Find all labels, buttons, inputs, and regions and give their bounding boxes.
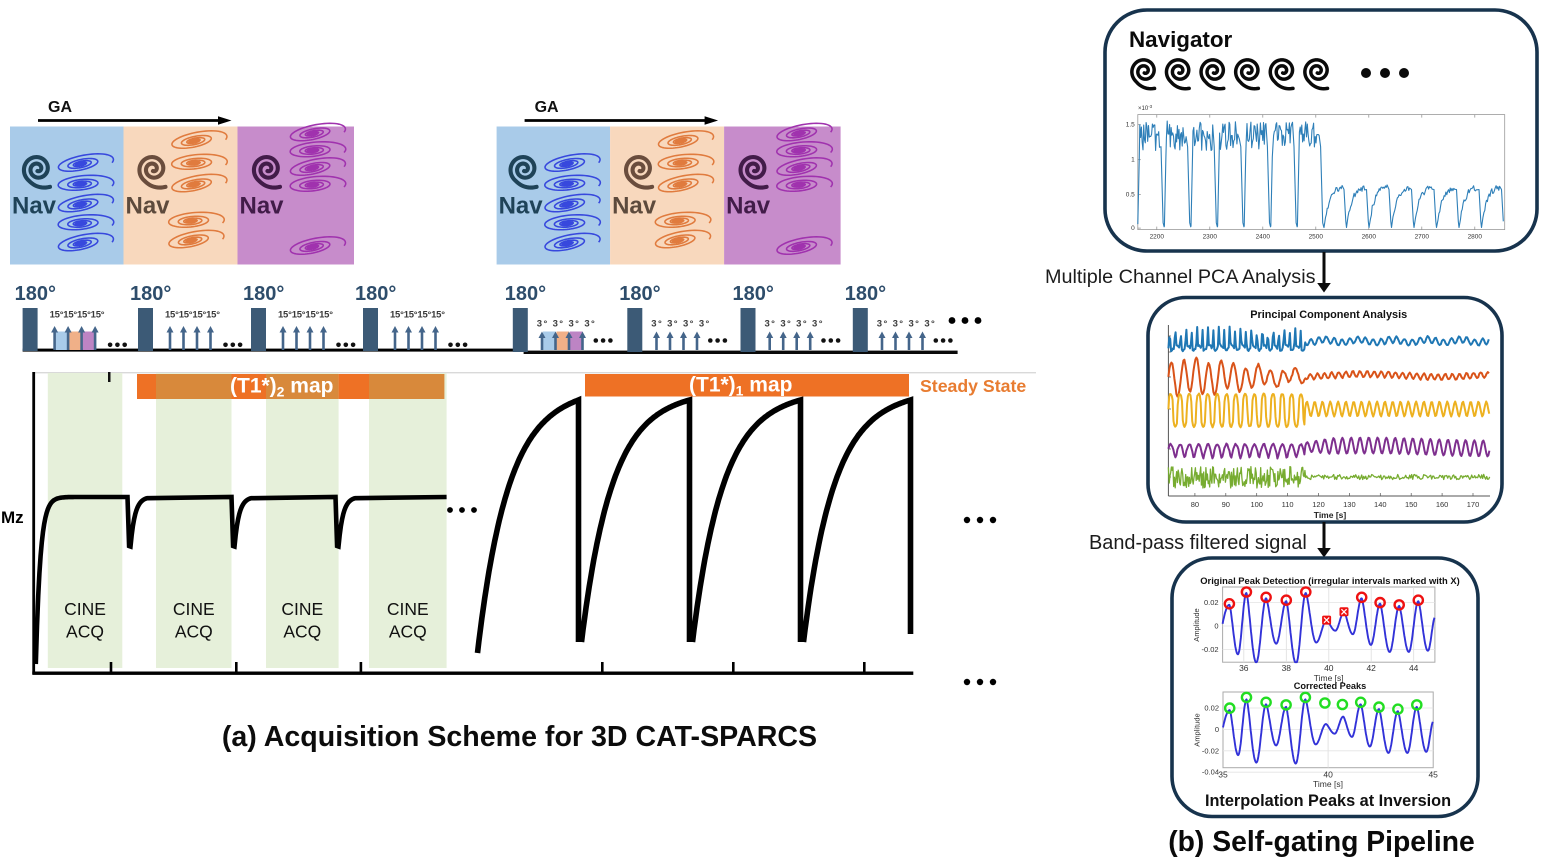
svg-text:(T1*)1 map: (T1*)1 map <box>689 374 792 399</box>
svg-text:15°15°15°15°: 15°15°15°15° <box>165 310 220 321</box>
svg-text:Nav: Nav <box>12 193 57 220</box>
svg-text:Amplitude: Amplitude <box>1192 608 1201 641</box>
svg-text:180°: 180° <box>15 283 56 305</box>
svg-text:Navigator: Navigator <box>1129 27 1233 52</box>
svg-text:170: 170 <box>1467 500 1480 509</box>
svg-text:CINE: CINE <box>173 599 215 619</box>
svg-text:Steady State: Steady State <box>920 376 1026 396</box>
svg-text:GA: GA <box>535 99 559 116</box>
svg-text:CINE: CINE <box>387 599 429 619</box>
svg-text:Amplitude: Amplitude <box>1193 713 1202 746</box>
svg-text:160: 160 <box>1436 500 1449 509</box>
svg-text:2800: 2800 <box>1468 234 1483 241</box>
svg-text:Multiple Channel PCA Analysis: Multiple Channel PCA Analysis <box>1045 266 1316 288</box>
svg-text:180°: 180° <box>845 283 886 305</box>
svg-text:15°15°15°15°: 15°15°15°15° <box>390 310 445 321</box>
svg-text:Principal Component Analysis: Principal Component Analysis <box>1250 309 1407 321</box>
svg-text:(a) Acquisition Scheme for 3D: (a) Acquisition Scheme for 3D CAT-SPARCS <box>222 721 817 753</box>
svg-text:0: 0 <box>1215 725 1219 734</box>
svg-text:0.02: 0.02 <box>1204 704 1219 713</box>
svg-text:ACQ: ACQ <box>389 622 427 642</box>
svg-text:CINE: CINE <box>281 599 323 619</box>
svg-text:Original Peak Detection (irreg: Original Peak Detection (irregular inter… <box>1200 575 1459 586</box>
svg-text:CINE: CINE <box>64 599 106 619</box>
svg-text:15°15°15°15°: 15°15°15°15° <box>278 310 333 321</box>
svg-text:150: 150 <box>1405 500 1418 509</box>
svg-text:Time [s]: Time [s] <box>1314 510 1347 520</box>
svg-text:80: 80 <box>1191 500 1199 509</box>
svg-text:0: 0 <box>1131 225 1135 232</box>
svg-text:36: 36 <box>1239 663 1249 673</box>
svg-text:Time [s]: Time [s] <box>1313 779 1343 789</box>
svg-text:45: 45 <box>1428 770 1438 780</box>
svg-text:180°: 180° <box>733 283 774 305</box>
svg-text:44: 44 <box>1409 663 1419 673</box>
svg-text:-0.02: -0.02 <box>1202 746 1219 755</box>
svg-text:180°: 180° <box>619 283 660 305</box>
svg-text:Nav: Nav <box>726 193 771 220</box>
svg-text:180°: 180° <box>355 283 396 305</box>
svg-text:40: 40 <box>1324 663 1334 673</box>
svg-text:Corrected Peaks: Corrected Peaks <box>1294 681 1367 691</box>
svg-text:-0.04: -0.04 <box>1202 768 1219 777</box>
svg-text:180°: 180° <box>243 283 284 305</box>
svg-text:2500: 2500 <box>1309 234 1324 241</box>
svg-text:120: 120 <box>1312 500 1325 509</box>
svg-text:2700: 2700 <box>1415 234 1430 241</box>
svg-text:3° 3° 3° 3°: 3° 3° 3° 3° <box>651 319 709 330</box>
svg-text:110: 110 <box>1282 500 1294 509</box>
svg-text:ACQ: ACQ <box>175 622 213 642</box>
svg-text:Mz: Mz <box>1 508 24 527</box>
svg-text:1: 1 <box>1131 157 1135 164</box>
svg-text:40: 40 <box>1323 770 1333 780</box>
svg-text:38: 38 <box>1282 663 1292 673</box>
svg-text:130: 130 <box>1343 500 1356 509</box>
svg-text:2400: 2400 <box>1256 234 1271 241</box>
svg-text:1.5: 1.5 <box>1126 122 1135 129</box>
svg-text:Interpolation Peaks at Inversi: Interpolation Peaks at Inversion <box>1205 792 1451 810</box>
svg-text:140: 140 <box>1374 500 1387 509</box>
svg-text:ACQ: ACQ <box>283 622 321 642</box>
svg-text:0: 0 <box>1214 622 1218 631</box>
svg-text:×10-3: ×10-3 <box>1138 104 1153 112</box>
svg-text:2300: 2300 <box>1203 234 1218 241</box>
svg-text:0.5: 0.5 <box>1126 192 1135 199</box>
svg-text:90: 90 <box>1222 500 1230 509</box>
svg-text:2200: 2200 <box>1150 234 1165 241</box>
svg-text:Nav: Nav <box>126 193 171 220</box>
svg-text:(b) Self-gating Pipeline: (b) Self-gating Pipeline <box>1168 825 1475 857</box>
svg-text:3° 3° 3° 3°: 3° 3° 3° 3° <box>765 319 823 330</box>
svg-text:100: 100 <box>1250 500 1263 509</box>
svg-text:Band-pass filtered signal: Band-pass filtered signal <box>1089 532 1307 554</box>
svg-text:Nav: Nav <box>612 193 657 220</box>
svg-text:42: 42 <box>1366 663 1376 673</box>
svg-text:Nav: Nav <box>499 193 544 220</box>
svg-text:0.02: 0.02 <box>1204 598 1219 607</box>
svg-text:2600: 2600 <box>1362 234 1377 241</box>
svg-text:Time [s]: Time [s] <box>1314 673 1344 683</box>
svg-text:3° 3° 3° 3°: 3° 3° 3° 3° <box>877 319 935 330</box>
svg-text:35: 35 <box>1218 770 1228 780</box>
svg-text:Nav: Nav <box>240 193 285 220</box>
svg-text:180°: 180° <box>505 283 546 305</box>
svg-text:-0.02: -0.02 <box>1201 645 1218 654</box>
svg-text:ACQ: ACQ <box>66 622 104 642</box>
svg-text:15°15°15°15°: 15°15°15°15° <box>50 310 105 321</box>
svg-text:180°: 180° <box>130 283 171 305</box>
svg-text:GA: GA <box>48 99 72 116</box>
svg-text:3° 3° 3° 3°: 3° 3° 3° 3° <box>537 319 595 330</box>
